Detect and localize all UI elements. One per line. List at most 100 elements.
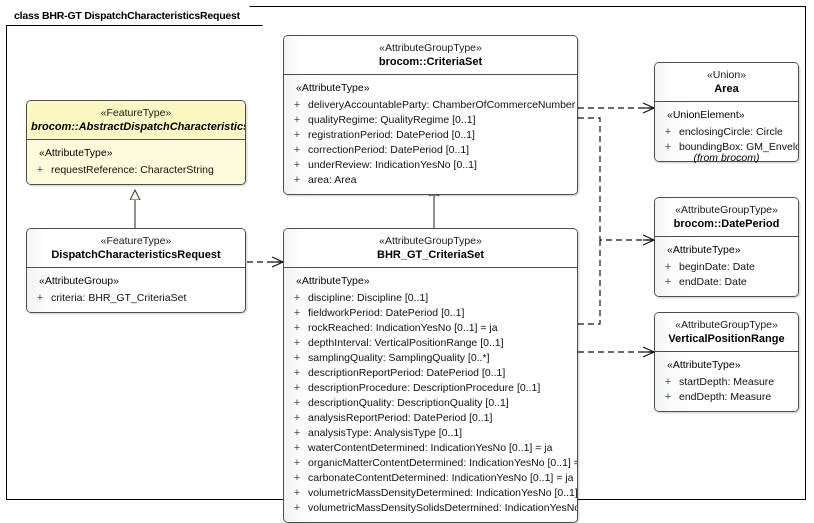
visibility-marker: + — [293, 472, 301, 484]
class-header: «AttributeGroupType» VerticalPositionRan… — [655, 313, 798, 352]
attribute-row: + samplingQuality: SamplingQuality [0..*… — [286, 351, 575, 366]
visibility-marker: + — [664, 261, 672, 273]
attribute-row: + volumetricMassDensitySolidsDetermined:… — [286, 501, 578, 516]
visibility-marker: + — [664, 141, 672, 153]
class-stereotype: «AttributeGroupType» — [379, 235, 482, 247]
class-attributes: «AttributeType» + requestReference: Char… — [27, 140, 245, 184]
attribute-row: + rockReached: IndicationYesNo [0..1] = … — [286, 321, 575, 336]
class-stereotype: «Union» — [706, 69, 747, 81]
attribute-row: + correctionPeriod: DatePeriod [0..1] — [286, 143, 575, 158]
attribute-text: discipline: Discipline [0..1] — [308, 292, 429, 304]
attribute-text: area: Area — [308, 174, 357, 186]
attribute-text: rockReached: IndicationYesNo [0..1] = ja — [308, 322, 498, 334]
class-attributes: «AttributeGroup» + criteria: BHR_GT_Crit… — [27, 268, 245, 312]
class-box-bhr-gt-criteria-set[interactable]: «AttributeGroupType» BHR_GT_CriteriaSet … — [283, 228, 578, 523]
attribute-row: + descriptionQuality: DescriptionQuality… — [286, 396, 575, 411]
attribute-row: + enclosingCircle: Circle — [657, 125, 796, 140]
class-header: «Union» Area — [655, 63, 798, 102]
class-box-brocom-criteria-set[interactable]: «AttributeGroupType» brocom::CriteriaSet… — [283, 35, 578, 195]
class-header: «AttributeGroupType» brocom::CriteriaSet — [284, 36, 577, 75]
class-stereotype: «FeatureType» — [100, 235, 172, 247]
attribute-text: criteria: BHR_GT_CriteriaSet — [51, 292, 187, 304]
class-header: «FeatureType» DispatchCharacteristicsReq… — [27, 229, 245, 268]
class-header: «FeatureType» brocom::AbstractDispatchCh… — [27, 101, 245, 140]
class-box-area[interactable]: «Union» Area «UnionElement» + enclosingC… — [654, 62, 799, 162]
class-stereotype: «AttributeGroupType» — [675, 204, 778, 216]
attribute-text: samplingQuality: SamplingQuality [0..*] — [308, 352, 490, 364]
attribute-text: carbonateContentDetermined: IndicationYe… — [308, 472, 574, 484]
visibility-marker: + — [293, 129, 301, 141]
visibility-marker: + — [293, 114, 301, 126]
attribute-row: + carbonateContentDetermined: Indication… — [286, 471, 575, 486]
attribute-text: fieldworkPeriod: DatePeriod [0..1] — [308, 307, 465, 319]
attribute-row: + waterContentDetermined: IndicationYesN… — [286, 441, 575, 456]
attribute-row: + registrationPeriod: DatePeriod [0..1] — [286, 128, 575, 143]
class-name: DispatchCharacteristicsRequest — [51, 249, 221, 261]
class-attributes: «AttributeType» + beginDate: Date + endD… — [655, 237, 798, 296]
attribute-text: analysisReportPeriod: DatePeriod [0..1] — [308, 412, 493, 424]
attribute-text: endDepth: Measure — [679, 391, 772, 403]
visibility-marker: + — [293, 397, 301, 409]
attribute-row: + analysisType: AnalysisType [0..1] — [286, 426, 575, 441]
visibility-marker: + — [664, 126, 672, 138]
visibility-marker: + — [293, 352, 301, 364]
class-name: brocom::DatePeriod — [673, 218, 780, 230]
attribute-group-stereotype: «AttributeType» — [667, 359, 741, 371]
class-name: BHR_GT_CriteriaSet — [377, 249, 484, 261]
attribute-text: organicMatterContentDetermined: Indicati… — [308, 457, 578, 469]
attribute-text: enclosingCircle: Circle — [679, 126, 783, 138]
class-name: brocom::CriteriaSet — [378, 56, 483, 68]
visibility-marker: + — [293, 487, 301, 499]
visibility-marker: + — [293, 99, 301, 111]
visibility-marker: + — [293, 174, 301, 186]
diagram-title-tab: class BHR-GT DispatchCharacteristicsRequ… — [6, 6, 263, 26]
attribute-row: + depthInterval: VerticalPositionRange [… — [286, 336, 575, 351]
class-stereotype: «FeatureType» — [100, 107, 172, 119]
class-header: «AttributeGroupType» BHR_GT_CriteriaSet — [284, 229, 577, 268]
visibility-marker: + — [293, 159, 301, 171]
visibility-marker: + — [293, 427, 301, 439]
attribute-text: endDate: Date — [679, 276, 747, 288]
attribute-row: + volumetricMassDensityDetermined: Indic… — [286, 486, 578, 501]
attribute-row: + discipline: Discipline [0..1] — [286, 291, 575, 306]
attribute-row: + startDepth: Measure — [657, 375, 796, 390]
attribute-text: volumetricMassDensitySolidsDetermined: I… — [308, 502, 578, 514]
attribute-row: + requestReference: CharacterString — [29, 163, 243, 178]
visibility-marker: + — [36, 164, 44, 176]
attribute-group-stereotype: «AttributeGroup» — [39, 275, 119, 287]
attribute-row: + endDate: Date — [657, 275, 796, 290]
attribute-text: startDepth: Measure — [679, 376, 775, 388]
visibility-marker: + — [293, 322, 301, 334]
class-attributes: «UnionElement» + enclosingCircle: Circle… — [655, 102, 798, 161]
attribute-text: qualityRegime: QualityRegime [0..1] — [308, 114, 476, 126]
attribute-row: + descriptionProcedure: DescriptionProce… — [286, 381, 575, 396]
attribute-text: descriptionReportPeriod: DatePeriod [0..… — [308, 367, 506, 379]
visibility-marker: + — [293, 382, 301, 394]
attribute-row: + endDepth: Measure — [657, 390, 796, 405]
diagram-title: class BHR-GT DispatchCharacteristicsRequ… — [14, 9, 240, 22]
visibility-marker: + — [664, 391, 672, 403]
attribute-text: boundingBox: GM_Envelope — [679, 141, 798, 153]
attribute-row: + fieldworkPeriod: DatePeriod [0..1] — [286, 306, 575, 321]
attribute-text: analysisType: AnalysisType [0..1] — [308, 427, 463, 439]
attribute-row: + analysisReportPeriod: DatePeriod [0..1… — [286, 411, 575, 426]
attribute-text: volumetricMassDensityDetermined: Indicat… — [308, 487, 578, 499]
class-box-abstract-dispatch-characteristics-request[interactable]: «FeatureType» brocom::AbstractDispatchCh… — [26, 100, 246, 185]
attribute-text: descriptionProcedure: DescriptionProcedu… — [308, 382, 541, 394]
attribute-text: underReview: IndicationYesNo [0..1] — [308, 159, 477, 171]
class-stereotype: «AttributeGroupType» — [379, 42, 482, 54]
attribute-row: + beginDate: Date — [657, 260, 796, 275]
class-name: VerticalPositionRange — [668, 333, 785, 345]
class-box-dispatch-characteristics-request[interactable]: «FeatureType» DispatchCharacteristicsReq… — [26, 228, 246, 313]
package-origin-note: (from brocom) — [693, 152, 760, 164]
class-attributes: «AttributeType» + discipline: Discipline… — [284, 268, 577, 522]
visibility-marker: + — [293, 292, 301, 304]
attribute-text: registrationPeriod: DatePeriod [0..1] — [308, 129, 475, 141]
visibility-marker: + — [664, 276, 672, 288]
visibility-marker: + — [293, 337, 301, 349]
attribute-group-stereotype: «AttributeType» — [296, 275, 370, 287]
attribute-text: correctionPeriod: DatePeriod [0..1] — [308, 144, 470, 156]
class-box-vertical-position-range[interactable]: «AttributeGroupType» VerticalPositionRan… — [654, 312, 799, 412]
visibility-marker: + — [293, 307, 301, 319]
class-box-brocom-date-period[interactable]: «AttributeGroupType» brocom::DatePeriod … — [654, 197, 799, 297]
